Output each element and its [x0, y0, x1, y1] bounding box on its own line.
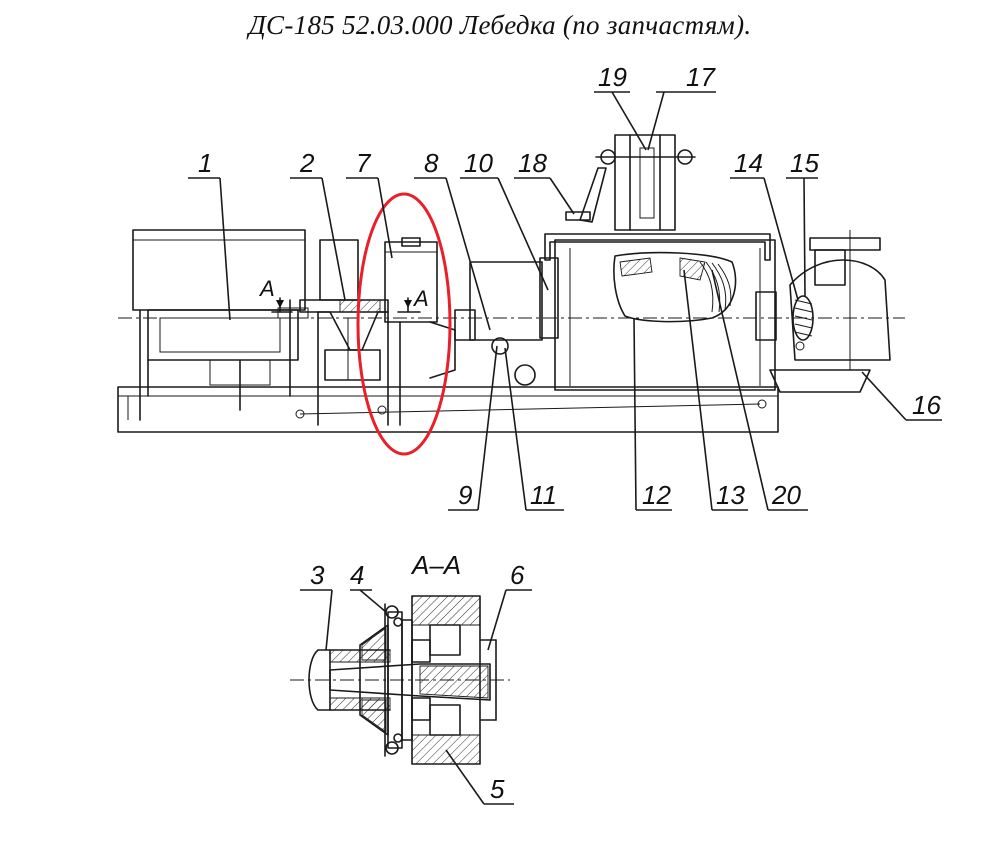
bearing-housing [384, 237, 456, 426]
svg-text:10: 10 [464, 148, 493, 178]
callout-17: 17 [647, 62, 716, 151]
top-bracket [565, 134, 696, 231]
svg-text:11: 11 [530, 480, 557, 510]
brake-unit [454, 257, 559, 386]
svg-text:13: 13 [716, 480, 745, 510]
callout-2: 2 [290, 148, 346, 301]
callout-12: 12 [633, 317, 672, 511]
tensioner-assembly [755, 230, 891, 370]
electric-motor [132, 229, 309, 421]
callouts-main: 1 2 7 8 10 18 19 [188, 62, 942, 511]
callout-19: 19 [594, 62, 647, 151]
winch-main-view: А А [117, 134, 905, 456]
svg-text:19: 19 [598, 62, 627, 92]
callout-3: 3 [300, 560, 333, 651]
gearbox [299, 239, 389, 426]
callout-9: 9 [448, 345, 498, 511]
section-a-a-view: А–А [290, 550, 532, 805]
svg-text:4: 4 [350, 560, 364, 590]
svg-text:6: 6 [510, 560, 525, 590]
svg-text:9: 9 [458, 480, 472, 510]
cut-label-left: А [258, 276, 275, 301]
svg-text:12: 12 [642, 480, 671, 510]
callout-20: 20 [711, 269, 808, 511]
svg-text:5: 5 [490, 774, 505, 804]
callout-4: 4 [350, 560, 387, 613]
winch-drum [544, 233, 776, 391]
callout-10: 10 [460, 148, 549, 291]
cut-label-right: А [412, 286, 429, 311]
svg-text:8: 8 [424, 148, 439, 178]
callout-16: 16 [861, 371, 942, 421]
highlight-ellipse [356, 192, 452, 456]
callout-6: 6 [487, 560, 532, 651]
svg-text:7: 7 [356, 148, 372, 178]
callout-14: 14 [730, 148, 799, 301]
svg-text:20: 20 [771, 480, 801, 510]
svg-text:2: 2 [299, 148, 315, 178]
section-cut-marks: А А [258, 276, 429, 313]
callout-7: 7 [346, 148, 393, 259]
drawing-title: ДС-185 52.03.000 Лебедка (по запчастям). [248, 10, 752, 40]
base-frame [117, 369, 871, 433]
svg-text:16: 16 [912, 390, 941, 420]
callout-1: 1 [188, 148, 231, 321]
svg-text:18: 18 [518, 148, 547, 178]
callout-11: 11 [504, 347, 564, 511]
svg-text:14: 14 [734, 148, 763, 178]
svg-text:3: 3 [310, 560, 325, 590]
callout-15: 15 [786, 148, 819, 297]
section-taper-shaft [290, 663, 510, 701]
svg-text:17: 17 [686, 62, 716, 92]
section-hub [411, 595, 497, 765]
callout-13: 13 [683, 269, 748, 511]
callout-18: 18 [514, 148, 575, 215]
section-label: А–А [410, 550, 461, 580]
callout-8: 8 [414, 148, 491, 331]
callout-5: 5 [445, 749, 514, 805]
svg-text:15: 15 [790, 148, 819, 178]
svg-text:1: 1 [198, 148, 212, 178]
